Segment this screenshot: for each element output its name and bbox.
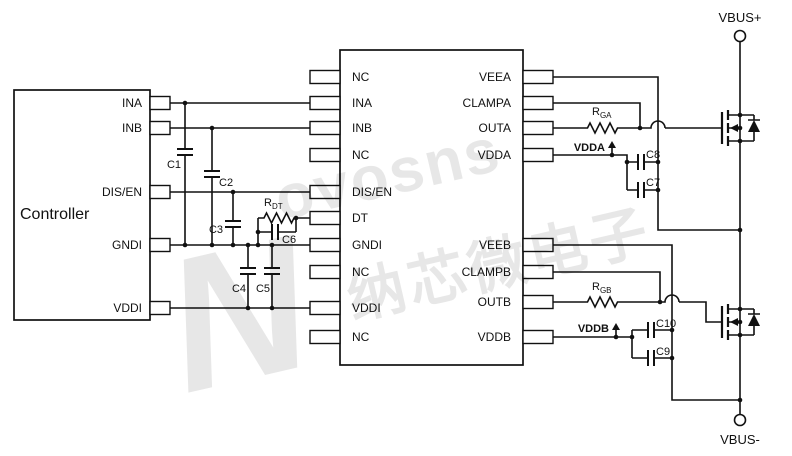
ic-pin-label-left: INA [352,96,372,110]
resistor-label-rdt: RDT [264,197,283,211]
net-wires [170,102,310,309]
controller-block: Controller INA INB DIS/EN GNDI VDDI [13,89,171,321]
ic-pin-label-left: INB [352,121,372,135]
rgb-name: R [592,281,600,293]
ic-pin [309,329,341,345]
ic-pin-label-right: VEEA [479,70,511,84]
ic-pin-label-left: DT [352,211,369,225]
ic-pin-label-left: GNDI [352,238,382,252]
controller-pin [149,120,171,136]
ic-pin-label-left: NC [352,265,370,279]
cap-label-c1: C1 [167,159,181,171]
ic-pin [309,95,341,111]
ic-pin-label-left: NC [352,70,370,84]
c6-plates [271,224,279,240]
mosfet-q2 [720,304,760,340]
vbus-minus-label: VBUS- [720,432,760,447]
ic-pin-label-right: OUTB [478,295,511,309]
mosfet-q1 [720,110,760,146]
ic-pin [522,120,554,136]
cap-drop-wires [184,103,273,308]
q2-gate-channel [720,304,730,340]
ic-pin-label-left: NC [352,148,370,162]
vddb-supply-arrow-icon [612,323,620,330]
cap-label-c5: C5 [256,283,270,295]
watermark: N ovosns 纳芯微电子 [147,115,658,433]
watermark-logo: N [147,195,332,433]
vbus-plus-terminal [733,29,747,43]
controller-pin-label: INB [122,121,142,135]
driver-ic-outline [339,49,524,366]
rdt-name: R [264,197,272,209]
rga-sub: GA [600,111,612,120]
cap-label-c8: C8 [646,149,660,161]
channel-a: RGA VDDA C8 C7 [553,76,740,231]
c10-c9-plates [647,322,655,366]
rga-name: R [592,106,600,118]
rdt-resistor [262,211,296,225]
ic-pin [309,264,341,280]
ic-pin [309,300,341,316]
driver-ic-block: NC INA INB NC DIS/EN DT GNDI NC VDDI NC … [309,49,554,366]
controller-outline [13,89,151,321]
controller-pin-label: DIS/EN [102,185,142,199]
left-cap-labels: C1 C2 C3 C4 C5 [167,159,270,295]
ic-pin [522,95,554,111]
cap-label-c3: C3 [209,224,223,236]
ic-pin-label-right: VDDA [478,148,511,162]
rgb-sub: GB [600,286,612,295]
ic-pin-label-right: VDDB [478,330,511,344]
cap-label-c10: C10 [656,318,676,330]
c8-c7-plates [637,154,645,198]
resistor-label-rga: RGA [592,106,612,120]
q1-body-arrow-icon [730,124,738,132]
ic-pin [309,120,341,136]
vbus-minus-terminal [733,413,747,427]
ic-pin [309,69,341,85]
wires-controller-to-ic [170,102,310,309]
channel-a-wires [553,76,740,231]
q2-body-diode-icon [748,314,760,326]
ic-pin-label-left: VDDI [352,301,381,315]
ic-pin-label-left: DIS/EN [352,185,392,199]
rga-resistor [585,121,620,135]
ic-pin [522,294,554,310]
controller-pin-label: GNDI [112,238,142,252]
junction-dots [182,100,743,403]
q2-body-arrow-icon [730,318,738,326]
capacitor-plates [177,148,280,275]
ic-pin-label-left: NC [352,330,370,344]
supply-label-vdda: VDDA [574,142,605,154]
vdda-supply-arrow-icon [608,141,616,148]
ic-pin-label-right: VEEB [479,238,511,252]
cap-label-c4: C4 [232,283,246,295]
cap-label-c6: C6 [282,234,296,246]
ic-pin-label-right: CLAMPB [462,265,511,279]
q1-body-diode-icon [748,120,760,132]
ic-pin [522,69,554,85]
ic-pin-label-right: CLAMPA [463,96,511,110]
controller-pin-label: VDDI [113,301,142,315]
cap-label-c9: C9 [656,346,670,358]
q1-gate-channel [720,110,730,146]
ic-pin [309,237,341,253]
channel-b-wires [553,244,740,401]
rgb-resistor [585,295,620,309]
controller-pin [149,184,171,200]
ic-pin [522,329,554,345]
rdt-sub: DT [272,202,283,211]
cap-label-c2: C2 [219,177,233,189]
resistor-label-rgb: RGB [592,281,612,295]
channel-b: RGB VDDB C10 C9 [553,244,740,401]
vbus-plus-label: VBUS+ [719,10,762,25]
cap-label-c7: C7 [646,177,660,189]
controller-title: Controller [20,206,90,223]
controller-pin [149,95,171,111]
ic-pin [309,147,341,163]
ic-pin-label-right: OUTA [479,121,511,135]
supply-label-vddb: VDDB [578,323,609,335]
ic-pin [522,147,554,163]
controller-pin-label: INA [122,96,142,110]
